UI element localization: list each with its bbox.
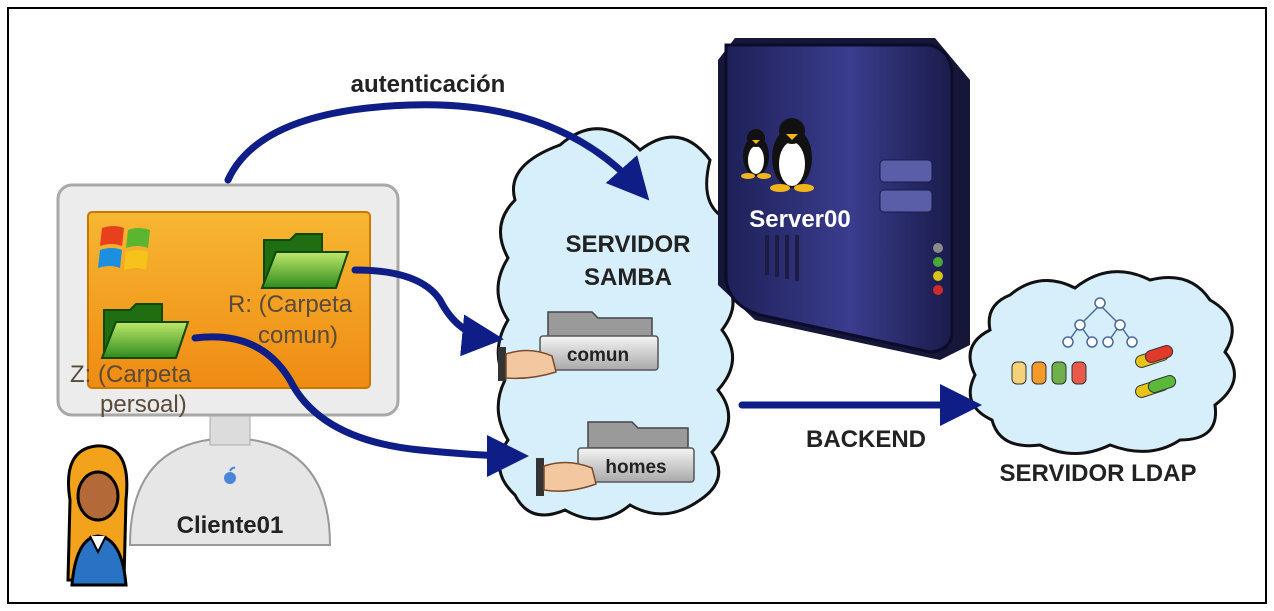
hand-icon [498, 347, 557, 381]
server-led [933, 257, 943, 267]
server-name: Server00 [749, 206, 850, 233]
ldap-groups-icon [1135, 345, 1177, 398]
user-avatar-icon [66, 444, 129, 587]
auth-arrow [224, 101, 650, 201]
share-homes: homes [536, 421, 695, 496]
r-drive-label-line2: comun) [258, 322, 338, 349]
homes-arrow [191, 333, 529, 477]
ldap-title: SERVIDOR LDAP [1000, 460, 1197, 487]
folder-icon [260, 233, 350, 289]
server-led [933, 271, 943, 281]
apple-logo-icon [224, 466, 236, 484]
linux-penguin-icon [770, 118, 814, 192]
connection-arrows [191, 101, 982, 477]
backend-label: BACKEND [806, 426, 926, 453]
windows-logo-icon [98, 226, 150, 270]
outer-frame [7, 7, 1267, 604]
linux-penguin-icon [741, 129, 771, 179]
client-computer: R: (Carpeta comun) Z: (Carpeta persoal) … [56, 183, 400, 546]
comun-arrow [351, 266, 504, 357]
z-drive-label-line2: persoal) [100, 391, 187, 418]
server-body [724, 43, 954, 354]
server-tower: Server00 [718, 38, 970, 360]
ldap-cloud: SERVIDOR LDAP [968, 270, 1236, 487]
server-led [933, 285, 943, 295]
samba-title-line1: SERVIDOR [566, 231, 691, 258]
client-name: Cliente01 [177, 512, 284, 539]
r-drive-label-line1: R: (Carpeta [228, 291, 353, 318]
samba-title-line2: SAMBA [584, 264, 672, 291]
hand-icon [536, 458, 597, 496]
server-led [933, 243, 943, 253]
ldap-tree-icon [1062, 297, 1138, 348]
auth-label: autenticación [351, 71, 506, 98]
share-comun: comun [498, 311, 659, 381]
share-comun-label: comun [567, 345, 629, 366]
share-homes-label: homes [605, 457, 666, 478]
z-drive-label-line1: Z: (Carpeta [70, 361, 192, 388]
ldap-users-icon [1011, 361, 1087, 385]
ldap-cloud-shape [968, 270, 1236, 455]
folder-icon [100, 303, 190, 359]
